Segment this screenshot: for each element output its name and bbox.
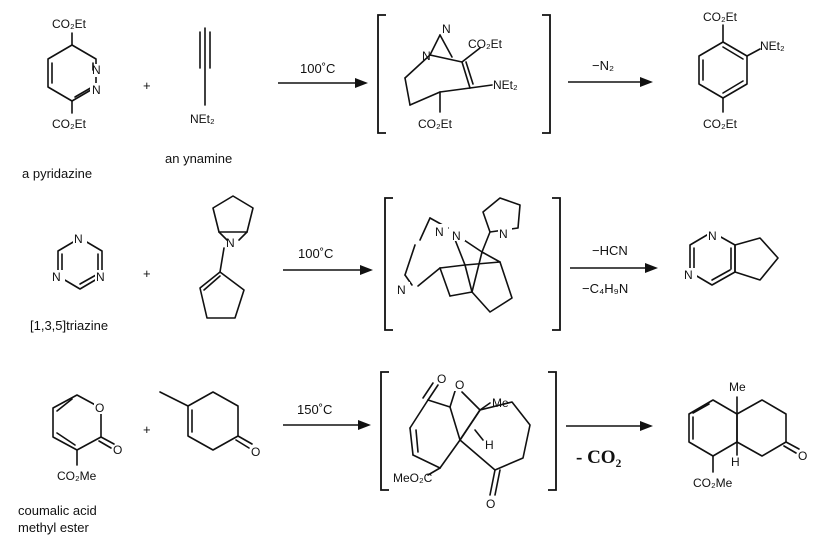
coumalate-name-2: methyl ester xyxy=(18,520,89,535)
intermediate3-ketone-o: O xyxy=(486,497,495,511)
coumalate-name: coumalic acid xyxy=(18,503,97,518)
product2-n1: N xyxy=(708,229,717,243)
plus-sign-1: + xyxy=(143,78,151,93)
product-row2: N N xyxy=(684,228,779,286)
product1-amine: NEt₂ xyxy=(760,39,785,53)
product3-ketone-o: O xyxy=(798,449,807,463)
arrow-row3-step2: - CO₂ xyxy=(566,421,653,468)
pyridazine-top-ester: CO₂Et xyxy=(52,17,87,31)
coumalate-structure: O O CO₂Me coumalic acid methyl ester xyxy=(18,394,122,535)
product3-me: Me xyxy=(729,380,746,394)
pyridazine-structure: N N CO₂Et CO₂Et a pyridazine xyxy=(22,17,104,181)
pyridazine-bottom-ester: CO₂Et xyxy=(52,117,87,131)
ynamine-structure: NEt₂ an ynamine xyxy=(165,27,232,166)
step-row1: −N₂ xyxy=(592,58,614,73)
condition-row1: 100˚C xyxy=(300,61,335,76)
intermediate2-n2: N xyxy=(452,229,461,243)
arrow-row1-step1: 100˚C xyxy=(278,61,368,88)
enamine-structure: N xyxy=(199,195,254,319)
triazine-structure: N N N [1,3,5]triazine xyxy=(30,232,108,333)
intermediate-row1: N N CO₂Et NEt₂ CO₂Et xyxy=(377,14,551,134)
row-3-diels-alder-pyrone: O O CO₂Me coumalic acid methyl ester + O… xyxy=(18,371,807,535)
triazine-name: [1,3,5]triazine xyxy=(30,318,108,333)
ynamine-amine: NEt₂ xyxy=(190,112,215,126)
arrow-row2-step2: −HCN −C₄H₉N xyxy=(570,243,658,296)
intermediate2-n1: N xyxy=(435,225,444,239)
intermediate1-ester-top: CO₂Et xyxy=(468,37,503,51)
intermediate1-n1: N xyxy=(422,49,431,63)
methylcyclohexenone-structure: O xyxy=(159,391,260,459)
intermediate3-me: Me xyxy=(492,396,509,410)
step-row2-a: −HCN xyxy=(592,243,628,258)
condition-row2: 100˚C xyxy=(298,246,333,261)
intermediate3-ester: MeO₂C xyxy=(393,471,433,485)
intermediate2-n4: N xyxy=(499,227,508,241)
product3-h: H xyxy=(731,455,740,469)
intermediate3-h: H xyxy=(485,438,494,452)
plus-sign-3: + xyxy=(143,422,151,437)
intermediate-row2: N N N N xyxy=(384,197,561,331)
intermediate3-carbonyl-o: O xyxy=(437,372,446,386)
step-row3: - CO₂ xyxy=(576,447,622,468)
arrow-row1-step2: −N₂ xyxy=(568,58,653,87)
enamine-n: N xyxy=(226,236,235,250)
arrow-row2-step1: 100˚C xyxy=(283,246,373,275)
condition-row3: 150˚C xyxy=(297,402,332,417)
pyridazine-n1: N xyxy=(92,63,101,77)
coumalate-carbonyl-o: O xyxy=(113,443,122,457)
intermediate2-n3: N xyxy=(397,283,406,297)
coumalate-ring-o: O xyxy=(95,401,104,415)
product-row3: Me H O CO₂Me xyxy=(688,380,807,490)
pyridazine-n2: N xyxy=(92,83,101,97)
intermediate3-bridge-o: O xyxy=(455,378,464,392)
intermediate1-ester-bottom: CO₂Et xyxy=(418,117,453,131)
triazine-n1: N xyxy=(74,232,83,246)
cyclohexenone-carbonyl-o: O xyxy=(251,445,260,459)
product1-ester-bottom: CO₂Et xyxy=(703,117,738,131)
product3-ester: CO₂Me xyxy=(693,476,733,490)
intermediate1-amine: NEt₂ xyxy=(493,78,518,92)
intermediate-row3: O O Me H MeO₂C O xyxy=(380,371,557,511)
triazine-n2: N xyxy=(52,270,61,284)
pyridazine-name: a pyridazine xyxy=(22,166,92,181)
intermediate1-n2: N xyxy=(442,22,451,36)
arrow-row3-step1: 150˚C xyxy=(283,402,371,430)
triazine-n3: N xyxy=(96,270,105,284)
step-row2-b: −C₄H₉N xyxy=(582,281,628,296)
row-1-diels-alder-pyridazine: N N CO₂Et CO₂Et a pyridazine + NEt₂ an y… xyxy=(22,10,785,181)
product-row1: CO₂Et NEt₂ CO₂Et xyxy=(698,10,785,131)
row-2-diels-alder-triazine: N N N [1,3,5]triazine + N 100˚C xyxy=(30,195,779,333)
product2-n2: N xyxy=(684,268,693,282)
ynamine-name: an ynamine xyxy=(165,151,232,166)
coumalate-ester: CO₂Me xyxy=(57,469,97,483)
plus-sign-2: + xyxy=(143,266,151,281)
product1-ester-top: CO₂Et xyxy=(703,10,738,24)
